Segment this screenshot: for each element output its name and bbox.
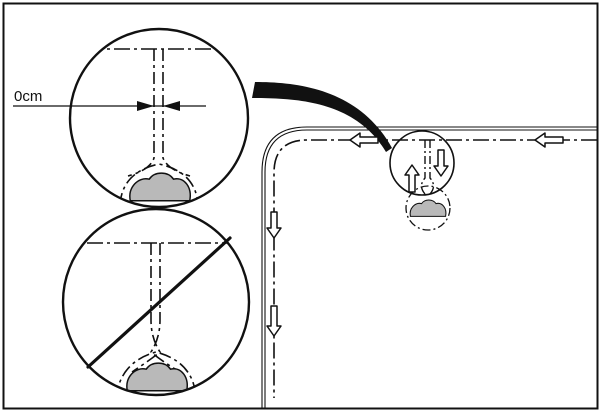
- diagonal-strike-icon: [86, 236, 232, 369]
- top-detail-correct: 0cm: [13, 27, 250, 209]
- magnifier-connector: [252, 82, 392, 152]
- hollow-arrow-icon: [266, 305, 282, 337]
- obstacle-rock: [405, 185, 451, 231]
- hollow-arrow-icon: [266, 211, 282, 239]
- gap-measure-label: 0cm: [14, 88, 42, 105]
- rock-obstacle-icon: [126, 362, 188, 392]
- small-detail-area: [389, 130, 455, 196]
- measure-arrow-right: [163, 101, 180, 111]
- boundary-wire-main: [273, 139, 597, 398]
- bottom-detail-circle: [61, 207, 251, 397]
- hollow-arrow-icon: [349, 132, 379, 148]
- direction-arrows: [266, 132, 564, 337]
- hollow-arrow-icon: [534, 132, 564, 148]
- rock-obstacle-icon: [129, 172, 191, 202]
- measure-arrow-left: [137, 101, 154, 111]
- rock-obstacle-icon: [409, 199, 447, 217]
- small-detail-circle: [389, 130, 455, 196]
- lawn-edge-inner: [264, 129, 597, 408]
- hollow-arrow-icon: [404, 164, 420, 193]
- hollow-arrow-icon: [433, 149, 449, 177]
- bottom-detail-incorrect: [61, 207, 251, 397]
- lawn-edge-outer: [261, 126, 597, 408]
- top-detail-circle: [68, 27, 250, 209]
